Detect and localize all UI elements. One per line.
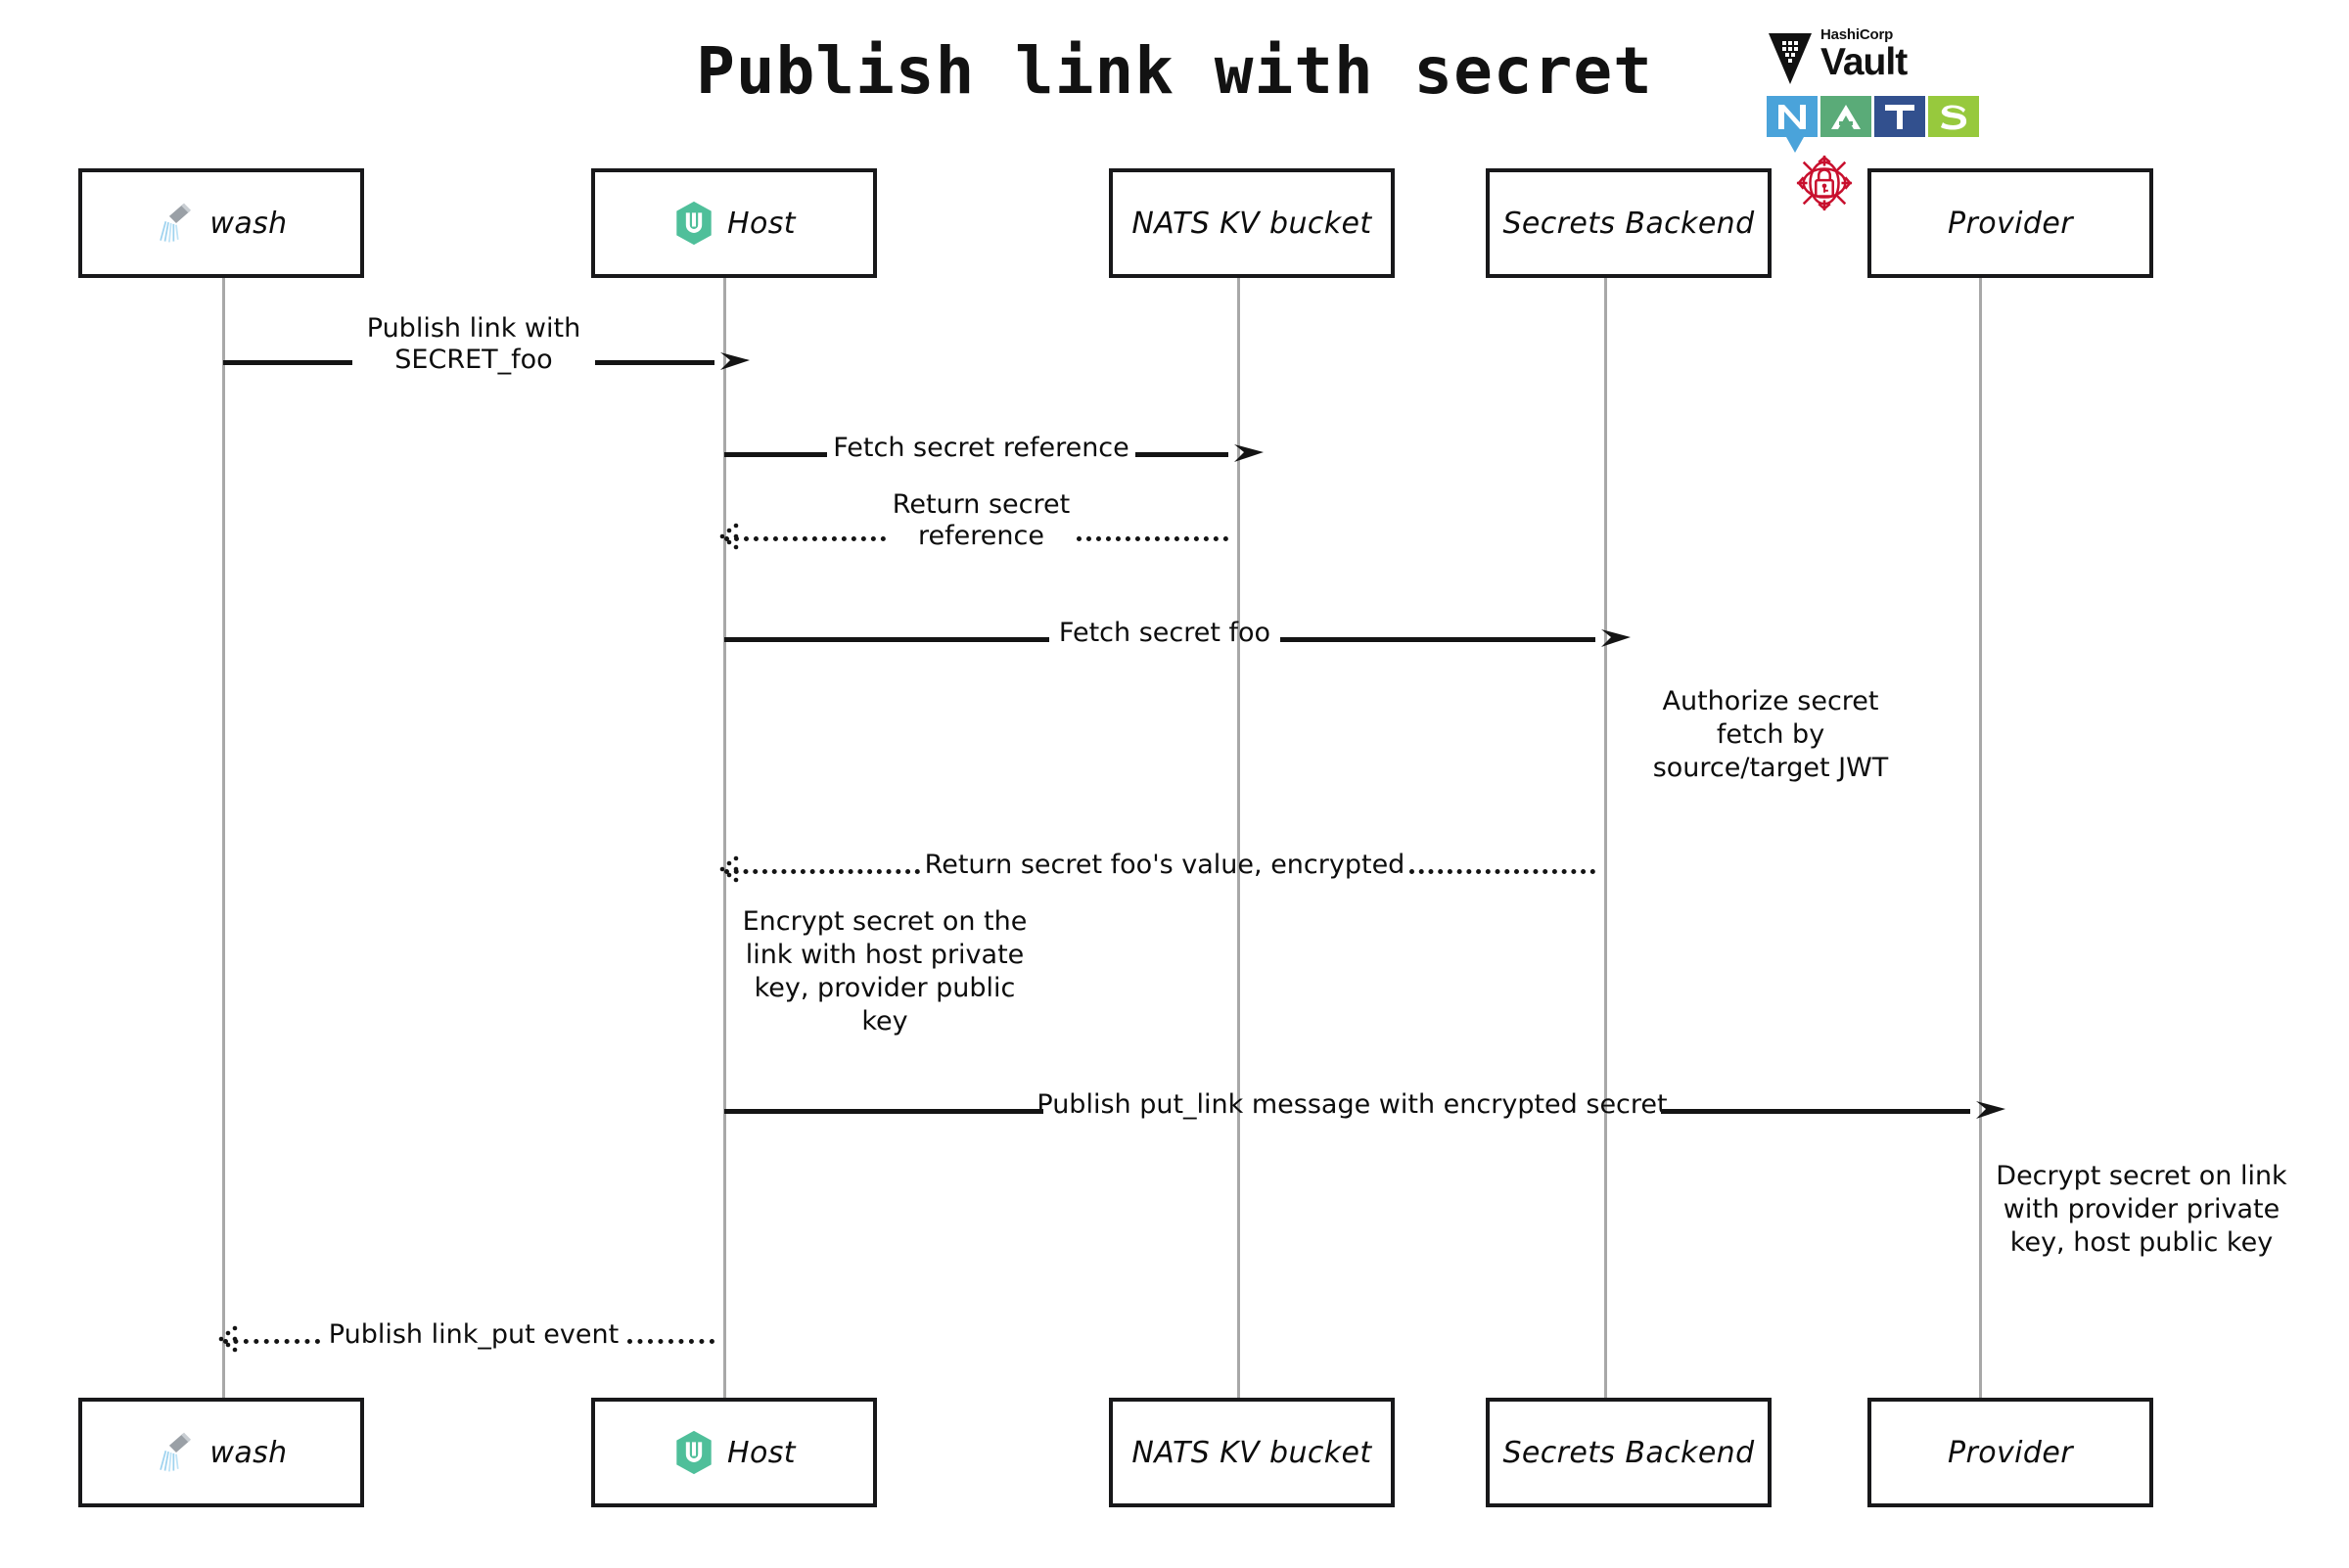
message-label-publish-put-link: Publish put_link message with encrypted …	[1036, 1089, 1668, 1120]
nats-glyph-t	[1885, 105, 1914, 129]
nats-letter-a	[1820, 96, 1871, 137]
participant-label-wash: wash	[209, 1435, 288, 1470]
message-line-left-publish-link-put-event	[223, 1339, 320, 1344]
message-line-left-return-secret-reference	[724, 536, 886, 541]
nats-logo	[1767, 96, 1982, 153]
vault-brand-top: HashiCorp	[1820, 26, 1894, 43]
message-line-left-publish-put-link	[724, 1109, 1043, 1114]
participant-label-natskv: NATS KV bucket	[1131, 1435, 1372, 1470]
security-lock-logo	[1796, 155, 1853, 211]
participant-box-wash-top[interactable]: wash	[78, 168, 364, 278]
message-line-right-return-secret-foo-value	[1408, 869, 1595, 874]
message-line-right-fetch-secret-foo	[1279, 637, 1595, 642]
message-line-right-publish-put-link	[1661, 1109, 1970, 1114]
participant-label-host: Host	[727, 206, 796, 241]
participant-box-provider-top[interactable]: Provider	[1867, 168, 2153, 278]
participant-label-wash: wash	[209, 206, 288, 241]
arrowhead-right-icon	[1601, 629, 1631, 647]
message-label-return-secret-foo-value: Return secret foo's value, encrypted	[924, 850, 1405, 880]
lifeline-provider	[1979, 278, 1982, 1398]
arrowhead-right-icon	[720, 352, 750, 370]
participant-box-wash-bottom[interactable]: wash	[78, 1398, 364, 1507]
participant-box-provider-bottom[interactable]: Provider	[1867, 1398, 2153, 1507]
participant-box-host-top[interactable]: Host	[591, 168, 877, 278]
nats-glyph-s	[1941, 105, 1967, 130]
nats-letter-n	[1767, 96, 1818, 153]
message-line-right-publish-link-secret	[595, 360, 714, 365]
arrowhead-left-icon	[719, 855, 739, 883]
participant-label-provider: Provider	[1948, 1435, 2073, 1470]
message-label-fetch-secret-reference: Fetch secret reference	[833, 433, 1129, 463]
wasmcloud-icon	[676, 1430, 712, 1475]
nats-letter-s	[1928, 96, 1979, 137]
vault-mark-icon	[1769, 33, 1812, 84]
page-title: Publish link with secret	[696, 33, 1653, 109]
message-line-left-fetch-secret-reference	[724, 452, 828, 457]
message-label-fetch-secret-foo: Fetch secret foo	[1058, 618, 1271, 648]
message-label-publish-link-put-event: Publish link_put event	[328, 1319, 620, 1350]
nats-speech-tail	[1786, 137, 1804, 153]
message-line-left-publish-link-secret	[223, 360, 352, 365]
arrowhead-left-icon	[719, 523, 739, 550]
participant-label-natskv: NATS KV bucket	[1131, 206, 1372, 241]
participant-box-natskv-top[interactable]: NATS KV bucket	[1109, 168, 1395, 278]
nats-glyph-a	[1831, 105, 1861, 129]
hashicorp-vault-logo: HashiCorp Vault	[1767, 27, 1913, 88]
participant-label-provider: Provider	[1948, 206, 2073, 241]
participant-label-secrets: Secrets Backend	[1502, 1435, 1755, 1470]
message-label-publish-link-secret: Publish link with SECRET_foo	[366, 313, 581, 375]
note-encrypt-secret-on-link: Encrypt secret on the link with host pri…	[742, 906, 1028, 1038]
shower-icon	[160, 203, 192, 243]
lifeline-natskv	[1237, 278, 1240, 1398]
logo-stack: HashiCorp Vault	[1767, 27, 1992, 262]
participant-label-host: Host	[727, 1435, 796, 1470]
lifeline-wash	[222, 278, 225, 1398]
arrowhead-left-icon	[218, 1325, 238, 1353]
arrowhead-right-icon	[1976, 1101, 2005, 1119]
participant-box-secrets-bottom[interactable]: Secrets Backend	[1486, 1398, 1772, 1507]
shower-icon	[160, 1432, 192, 1472]
message-line-left-fetch-secret-foo	[724, 637, 1050, 642]
arrowhead-right-icon	[1234, 444, 1264, 462]
wasmcloud-icon	[676, 201, 712, 246]
message-label-return-secret-reference: Return secret reference	[892, 489, 1071, 551]
participant-box-natskv-bottom[interactable]: NATS KV bucket	[1109, 1398, 1395, 1507]
participant-label-secrets: Secrets Backend	[1502, 206, 1755, 241]
participant-box-secrets-top[interactable]: Secrets Backend	[1486, 168, 1772, 278]
note-authorize-secret-fetch: Authorize secret fetch by source/target …	[1652, 686, 1889, 784]
nats-letter-t	[1874, 96, 1925, 137]
vault-wordmark: HashiCorp Vault	[1820, 26, 1908, 83]
message-line-right-return-secret-reference	[1077, 536, 1228, 541]
lifeline-secrets	[1604, 278, 1607, 1398]
message-line-right-fetch-secret-reference	[1134, 452, 1228, 457]
note-decrypt-secret-on-link: Decrypt secret on link with provider pri…	[1996, 1161, 2287, 1259]
message-line-right-publish-link-put-event	[627, 1339, 714, 1344]
nats-glyph-n	[1778, 105, 1806, 129]
lifeline-host	[723, 278, 726, 1398]
message-line-left-return-secret-foo-value	[724, 869, 921, 874]
participant-box-host-bottom[interactable]: Host	[591, 1398, 877, 1507]
vault-brand-main: Vault	[1820, 41, 1908, 83]
